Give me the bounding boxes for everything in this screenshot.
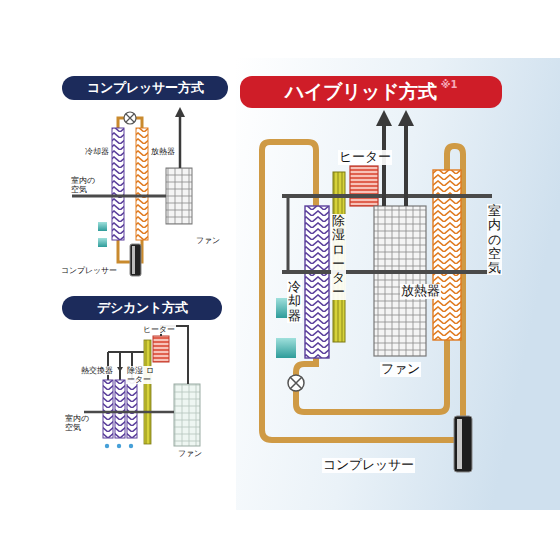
part-label: ファン bbox=[380, 362, 421, 377]
part-label: ヒーター bbox=[338, 150, 392, 165]
title-banner-red: ハイブリッド方式 ※1 bbox=[240, 76, 502, 108]
title-banner: デシカント方式 bbox=[62, 296, 222, 320]
part-label: 室内の 空気 bbox=[64, 414, 94, 432]
part-label: 除湿 ローター bbox=[126, 366, 158, 384]
part-label: コンプレッサー bbox=[322, 458, 415, 473]
part-label: 熱交換器 bbox=[80, 366, 114, 375]
part-label: ファン bbox=[195, 236, 221, 245]
part-label: 放熱器 bbox=[400, 284, 441, 299]
part-label: ファン bbox=[177, 449, 203, 458]
title-banner: コンプレッサー方式 bbox=[62, 76, 228, 100]
part-label: 冷却器 bbox=[84, 147, 110, 156]
method-title: コンプレッサー方式 bbox=[87, 79, 204, 97]
part-label: 室内の 空気 bbox=[70, 176, 100, 194]
method-title: ハイブリッド方式 bbox=[285, 79, 437, 105]
part-label: 冷却器 bbox=[287, 280, 302, 323]
footnote-mark: ※1 bbox=[441, 79, 458, 90]
part-label: 除湿ローター bbox=[331, 214, 346, 300]
part-label: 室内の空気 bbox=[487, 204, 502, 275]
part-label: ヒーター bbox=[142, 325, 176, 334]
method-title: デシカント方式 bbox=[97, 299, 188, 317]
part-label: コンプレッサー bbox=[60, 266, 118, 275]
hybrid-figure bbox=[262, 118, 492, 472]
part-label: 放熱器 bbox=[150, 147, 176, 156]
desiccant-figure bbox=[84, 326, 200, 448]
